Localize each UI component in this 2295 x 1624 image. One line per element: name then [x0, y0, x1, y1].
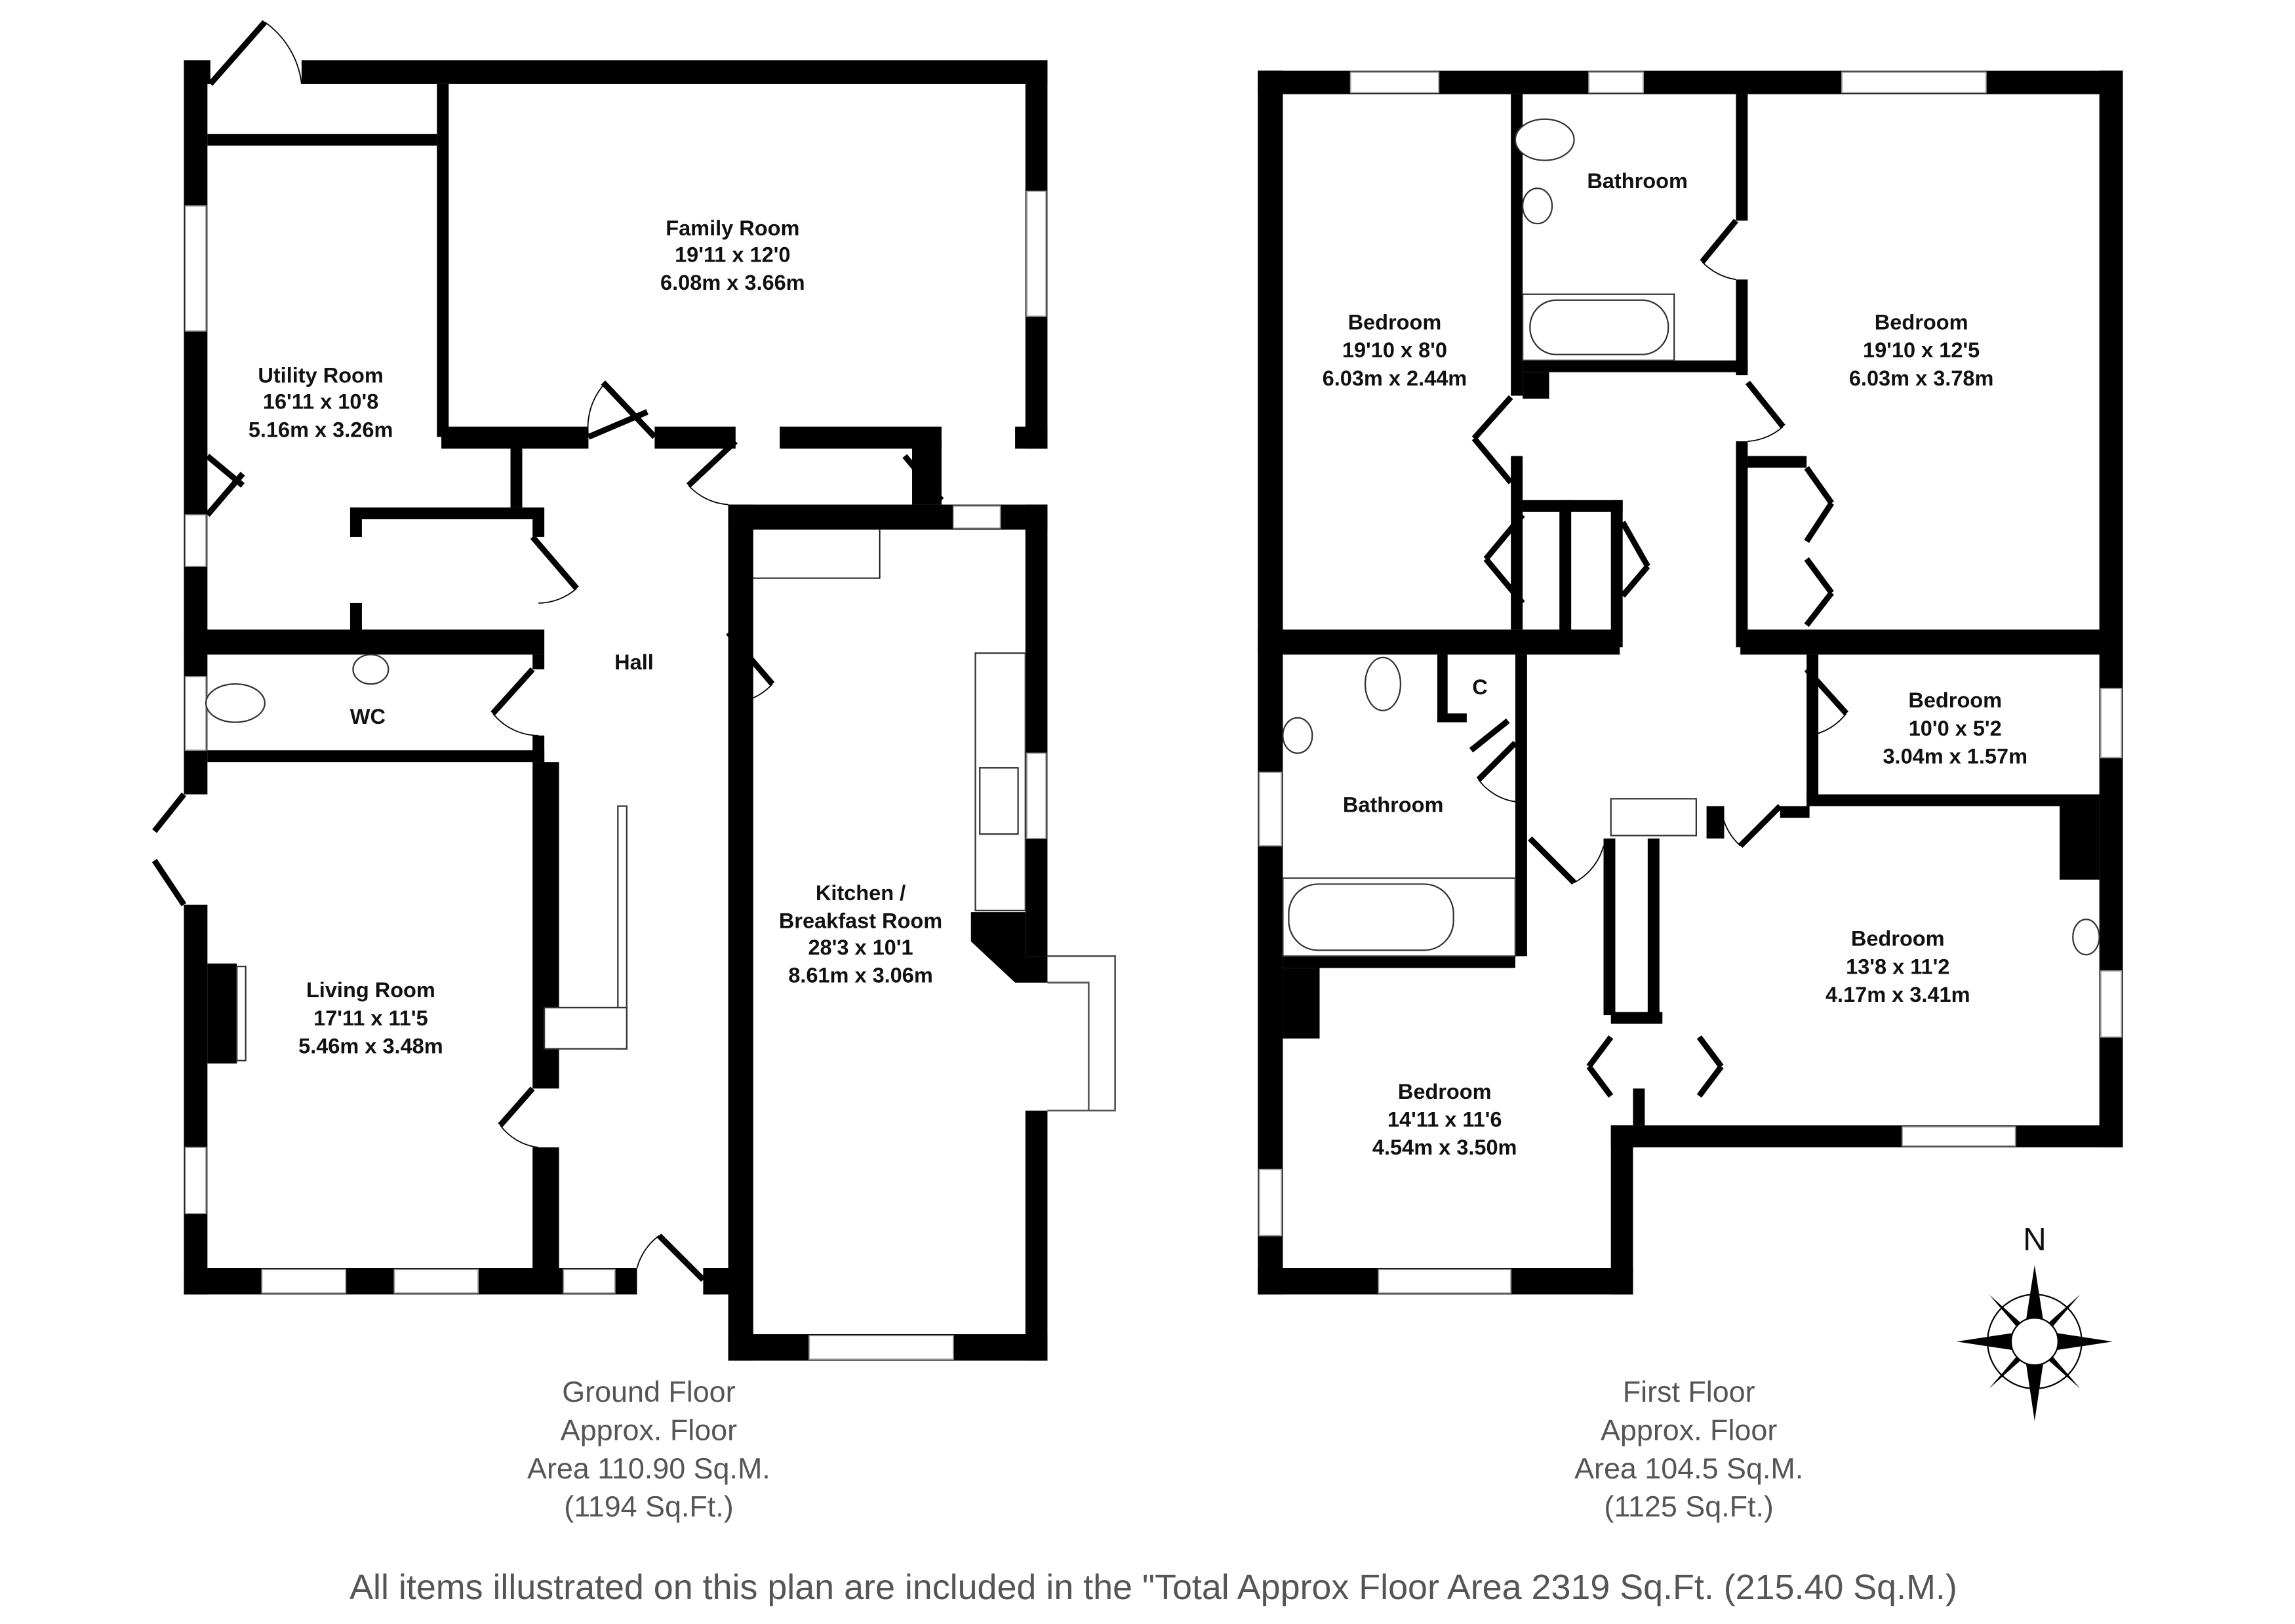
floor-caption: Approx. Floor — [1601, 1414, 1777, 1447]
room-size-imperial: 28'3 x 10'1 — [808, 936, 913, 959]
room-size-imperial: 19'10 x 12'5 — [1863, 338, 1980, 362]
ground-floor-plan: Family Room 19'11 x 12'0 6.08m x 3.66m U… — [151, 20, 1116, 1523]
room-name: C — [1472, 675, 1487, 699]
room-size-metric: 5.16m x 3.26m — [249, 418, 393, 441]
room-name: Bathroom — [1587, 169, 1688, 193]
room-name: Utility Room — [258, 363, 383, 387]
room-size-metric: 8.61m x 3.06m — [788, 964, 933, 987]
room-name: Living Room — [306, 978, 435, 1002]
floor-caption: Ground Floor — [562, 1375, 735, 1408]
room-name: Bathroom — [1343, 793, 1444, 816]
floor-caption: Area 110.90 Sq.M. — [527, 1452, 770, 1485]
room-size-imperial: 19'11 x 12'0 — [675, 243, 790, 266]
north-label: N — [2023, 1221, 2046, 1258]
room-name: Bedroom — [1348, 311, 1442, 334]
floor-caption: (1125 Sq.Ft.) — [1604, 1490, 1773, 1523]
room-size-imperial: 17'11 x 11'5 — [313, 1006, 428, 1030]
room-name: Bedroom — [1398, 1080, 1492, 1103]
floor-caption: First Floor — [1623, 1375, 1755, 1408]
room-size-metric: 6.03m x 3.78m — [1849, 366, 1994, 390]
room-name: Bedroom — [1908, 688, 2002, 712]
room-name: Bedroom — [1875, 311, 1968, 334]
room-size-imperial: 10'0 x 5'2 — [1909, 717, 2002, 740]
room-name-line2: Breakfast Room — [779, 909, 942, 933]
floor-caption: Area 104.5 Sq.M. — [1574, 1452, 1803, 1485]
room-size-metric: 4.54m x 3.50m — [1372, 1136, 1517, 1159]
room-size-imperial: 14'11 x 11'6 — [1387, 1108, 1502, 1132]
footer-note: All items illustrated on this plan are i… — [349, 1568, 1957, 1607]
compass-rose-icon: N — [1956, 1221, 2113, 1421]
room-name: WC — [350, 705, 386, 728]
floor-caption: (1194 Sq.Ft.) — [564, 1490, 733, 1523]
room-name: Family Room — [666, 216, 799, 240]
room-size-metric: 6.03m x 2.44m — [1323, 366, 1467, 390]
room-name: Bedroom — [1851, 927, 1945, 951]
room-name: Hall — [614, 650, 654, 674]
room-size-metric: 3.04m x 1.57m — [1883, 744, 2027, 768]
first-floor-plan: Bedroom 19'10 x 8'0 6.03m x 2.44m Bathro… — [1258, 70, 2123, 1523]
room-size-metric: 5.46m x 3.48m — [298, 1034, 443, 1058]
floor-caption: Approx. Floor — [561, 1414, 737, 1447]
room-size-imperial: 19'10 x 8'0 — [1342, 338, 1447, 362]
room-size-metric: 6.08m x 3.66m — [660, 271, 805, 294]
room-name: Kitchen / — [816, 881, 906, 905]
room-size-imperial: 13'8 x 11'2 — [1846, 955, 1949, 978]
room-size-metric: 4.17m x 3.41m — [1826, 983, 1970, 1006]
room-size-imperial: 16'11 x 10'8 — [263, 390, 378, 414]
